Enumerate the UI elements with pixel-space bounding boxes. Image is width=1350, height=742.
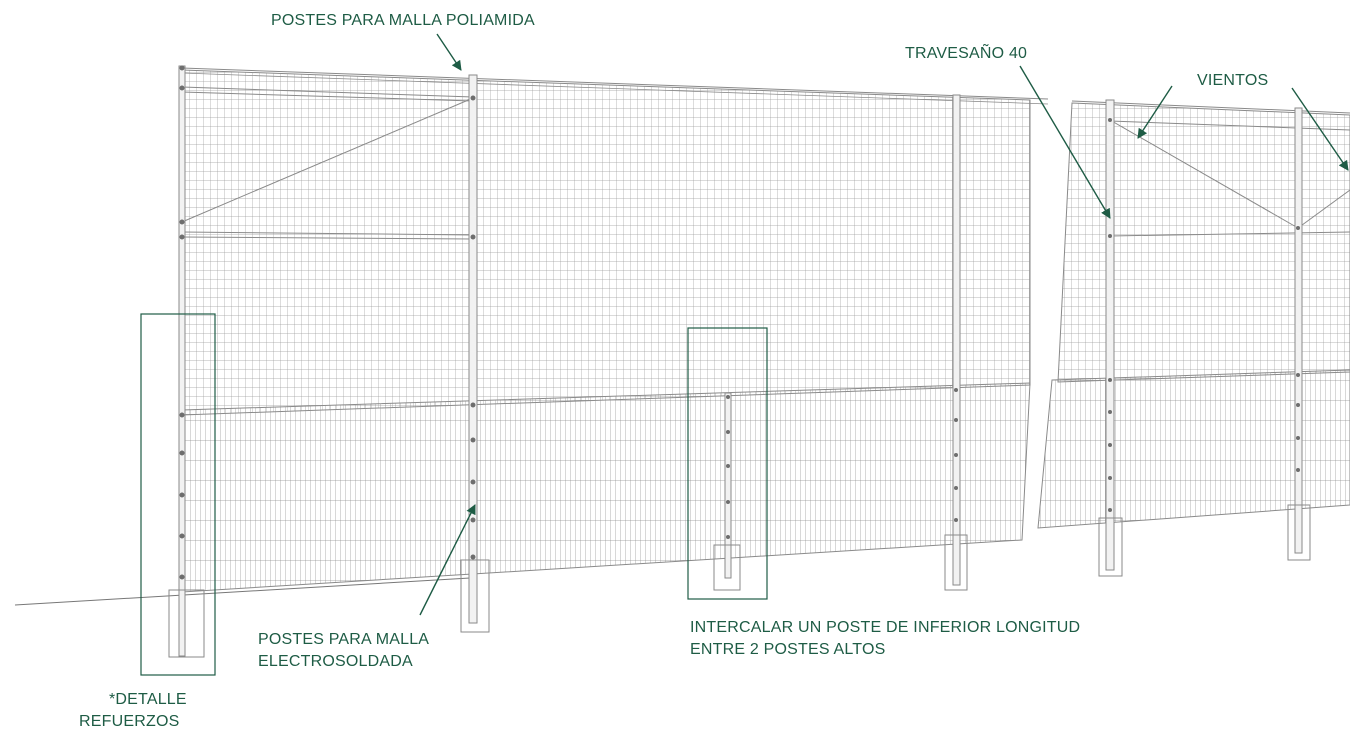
horizontal-rails (181, 86, 1350, 240)
label-travesano-text: TRAVESAÑO 40 (905, 45, 1028, 62)
arrow-vientos-right (1291, 87, 1349, 171)
label-intercalar-line2: ENTRE 2 POSTES ALTOS (690, 641, 886, 658)
post-tall-2 (952, 94, 961, 586)
post-fixings (179, 65, 1300, 580)
lower-mesh-right (1037, 369, 1350, 529)
detail-box-intercalar (687, 327, 768, 600)
label-detalle-refuerzos: *DETALLE REFUERZOS (79, 689, 187, 733)
label-intercalar-line1: INTERCALAR UN POSTE DE INFERIOR LONGITUD (690, 619, 1081, 636)
detail-box-reinforcements (140, 313, 216, 676)
label-detalle-line2: REFUERZOS (79, 713, 180, 730)
ground-line (14, 577, 471, 606)
label-postes-electrosoldada-line1: POSTES PARA MALLA (258, 631, 430, 648)
annotation-arrows (419, 33, 1349, 616)
arrow-vientos-left (1137, 85, 1173, 139)
label-detalle-line1: *DETALLE (109, 691, 187, 708)
arrow-travesano (1019, 65, 1111, 219)
label-postes-poliamida-text: POSTES PARA MALLA POLIAMIDA (271, 12, 535, 29)
arrow-postes-electrosoldada (419, 504, 476, 616)
upper-mesh-left (181, 67, 1049, 416)
arrow-postes-poliamida (436, 33, 462, 71)
post-tall-4 (1294, 107, 1303, 554)
label-vientos-text: VIENTOS (1197, 72, 1269, 89)
label-intercalar: INTERCALAR UN POSTE DE INFERIOR LONGITUD… (690, 617, 1080, 661)
tall-posts (168, 65, 1311, 658)
label-travesano: TRAVESAÑO 40 (905, 43, 1027, 65)
upper-mesh-right (1057, 100, 1350, 383)
label-vientos: VIENTOS (1197, 70, 1268, 92)
label-postes-electrosoldada-line2: ELECTROSOLDADA (258, 653, 413, 670)
label-postes-poliamida: POSTES PARA MALLA POLIAMIDA (271, 10, 535, 32)
post-tall-3 (1105, 99, 1115, 571)
label-postes-electrosoldada: POSTES PARA MALLA ELECTROSOLDADA (258, 629, 429, 673)
post-tall-1 (468, 74, 478, 624)
lower-mesh-left (181, 382, 1031, 593)
post-left-corner (178, 65, 186, 657)
short-post (713, 392, 741, 591)
